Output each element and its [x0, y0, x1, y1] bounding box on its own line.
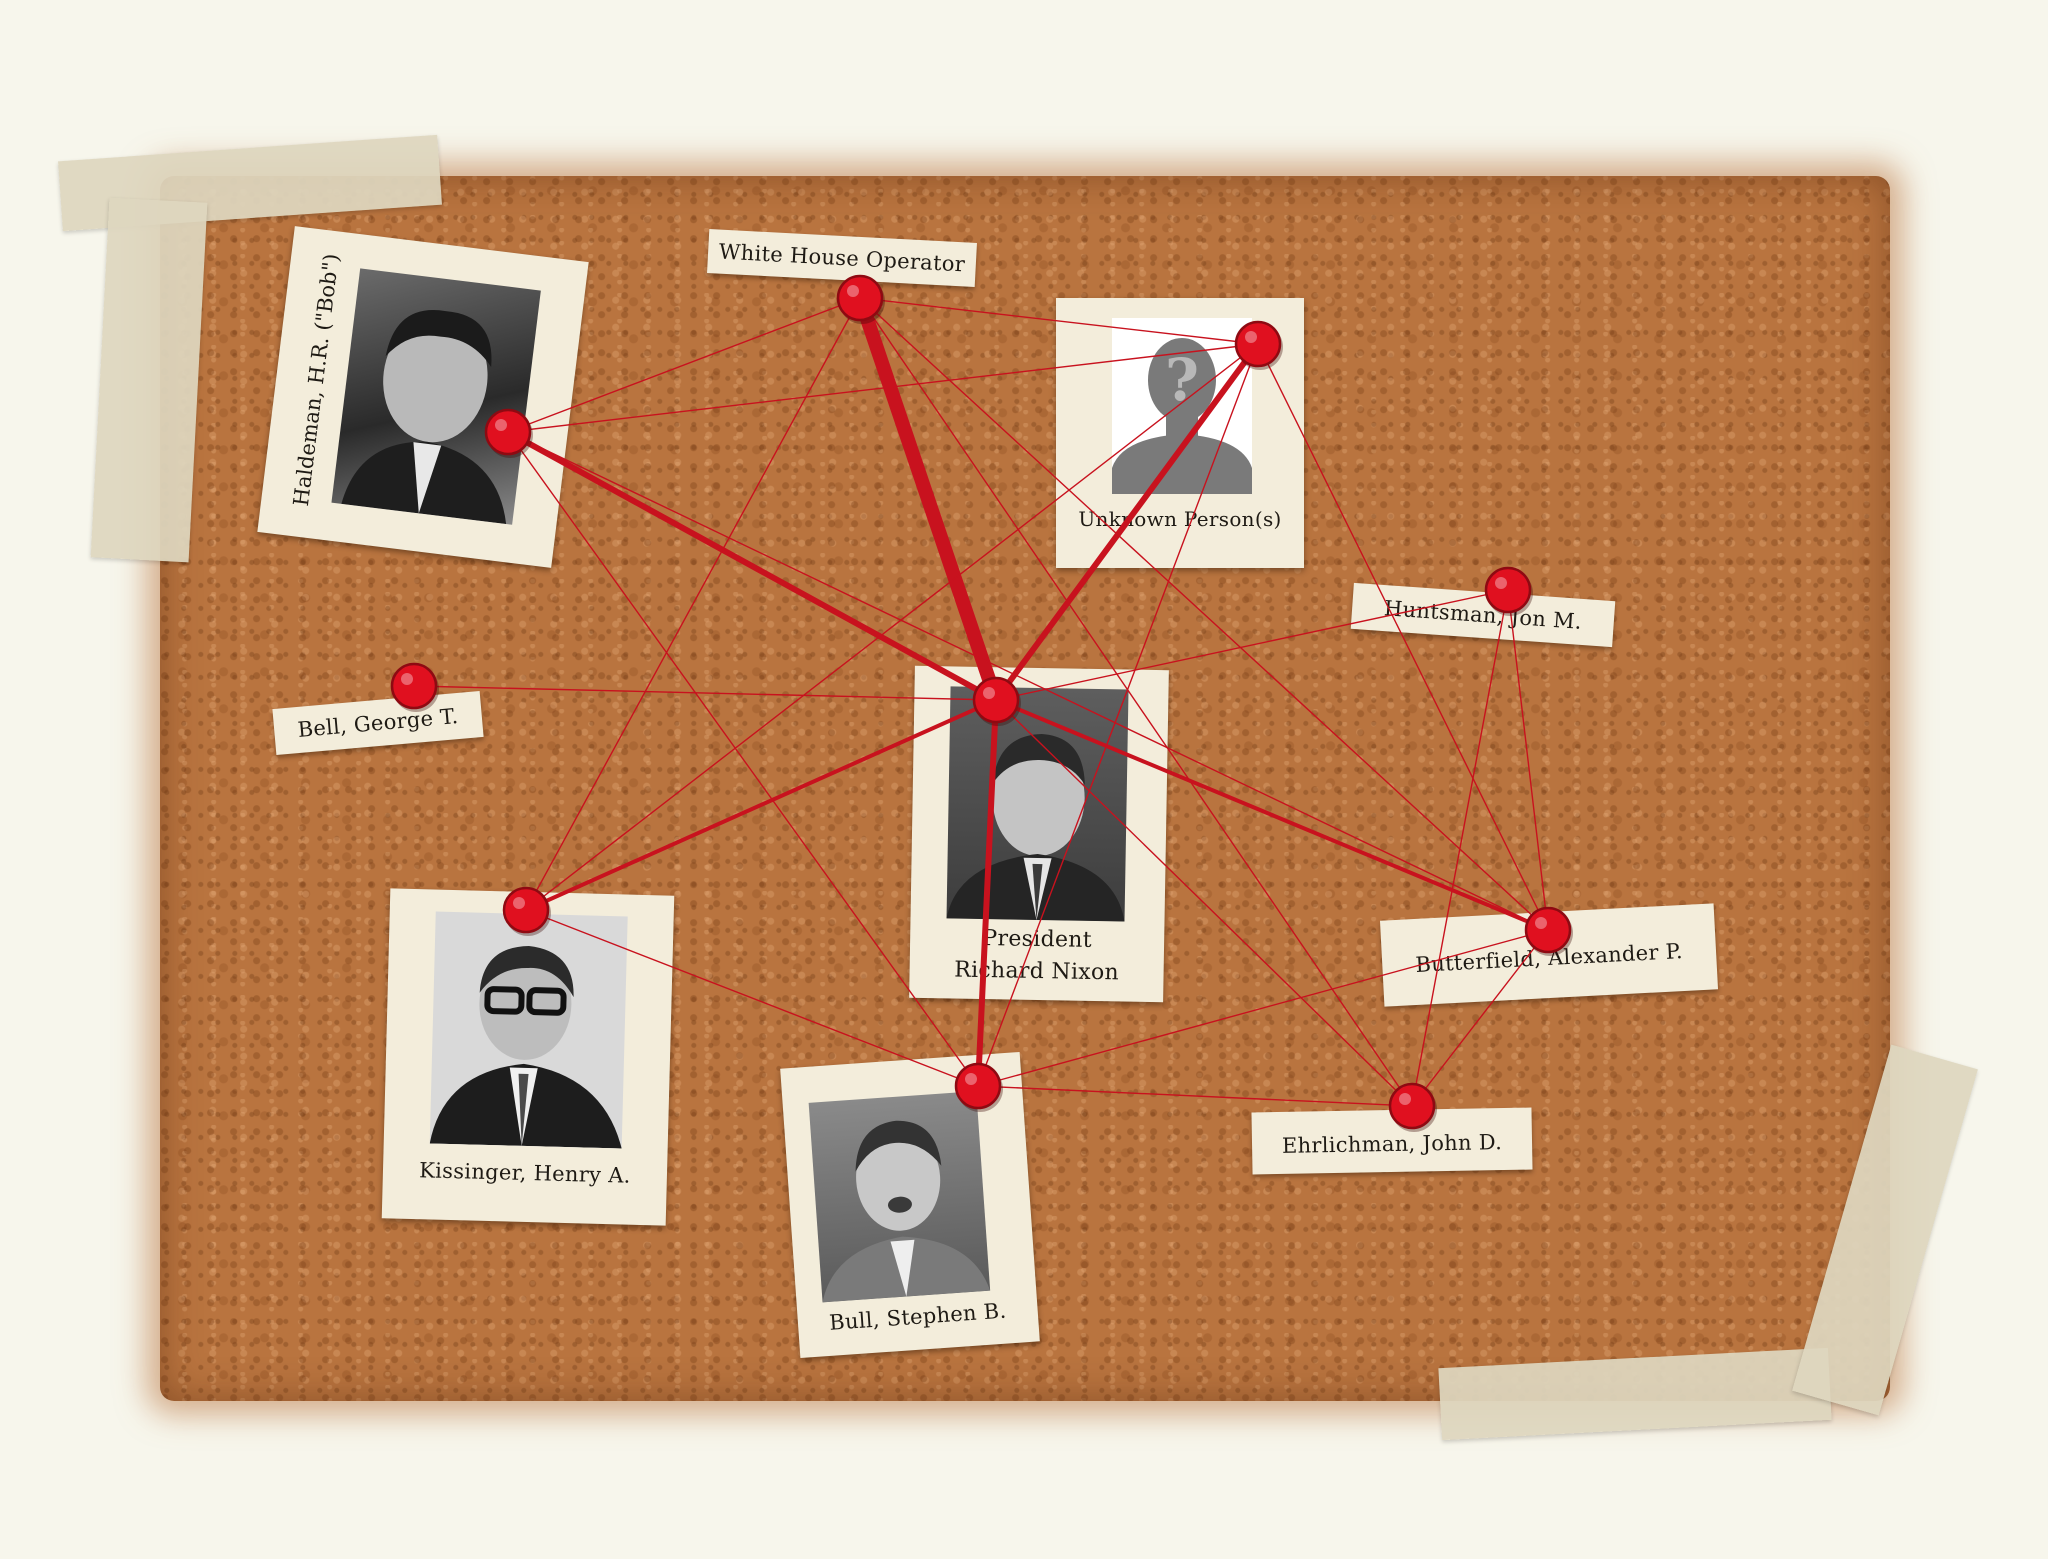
pin-ehrlichman[interactable] [1388, 1082, 1437, 1132]
string-butterfield-ehrlichman [1411, 929, 1549, 1107]
pins [390, 274, 1573, 1132]
string-operator-nixon [853, 291, 1003, 707]
string-bull-butterfield [977, 929, 1549, 1087]
card-kissinger[interactable]: Kissinger, Henry A. [381, 888, 675, 1226]
string-bell-nixon [413, 685, 997, 701]
string-operator-unknown [859, 297, 1259, 345]
pin-butterfield[interactable] [1524, 906, 1573, 956]
photo-haldeman [331, 268, 541, 525]
string-huntsman-butterfield [1507, 589, 1549, 931]
string-nixon-kissinger [524, 698, 998, 912]
pin-operator[interactable] [836, 274, 885, 324]
string-haldeman-butterfield [507, 431, 1549, 931]
string-haldeman-bull [507, 431, 979, 1087]
string-nixon-bull [975, 697, 999, 1089]
string-huntsman-nixon [995, 589, 1509, 701]
card-bull[interactable]: Bull, Stephen B. [780, 1051, 1040, 1359]
string-operator-ehrlichman [859, 297, 1413, 1107]
string-unknown-bull [977, 343, 1259, 1087]
string-operator-butterfield [859, 297, 1549, 931]
string-huntsman-ehrlichman [1411, 589, 1509, 1107]
string-unknown-kissinger [525, 343, 1259, 911]
card-label-unknown: Unknown Person(s) [1078, 507, 1282, 531]
string-unknown-butterfield [1257, 343, 1549, 931]
pin-haldeman[interactable] [484, 408, 533, 458]
string-unknown-nixon [993, 341, 1261, 703]
pin-kissinger[interactable] [502, 886, 551, 936]
photo-bull [808, 1091, 991, 1303]
string-haldeman-operator [507, 297, 861, 433]
string-haldeman-unknown [507, 343, 1259, 433]
photo-kissinger [429, 911, 628, 1149]
string-kissinger-bull [525, 909, 979, 1087]
string-operator-kissinger [525, 297, 861, 911]
string-edges [413, 291, 1550, 1107]
pin-unknown[interactable] [1234, 320, 1283, 370]
pin-bell[interactable] [390, 662, 439, 712]
string-haldeman-nixon [505, 429, 999, 703]
string-nixon-butterfield [994, 698, 1550, 932]
string-bull-ehrlichman [977, 1085, 1413, 1107]
pin-nixon[interactable] [972, 676, 1021, 726]
pin-huntsman[interactable] [1484, 566, 1533, 616]
string-nixon-ehrlichman [995, 699, 1413, 1107]
card-haldeman[interactable]: Haldeman, H.R. ("Bob") [257, 226, 589, 568]
pin-bull[interactable] [954, 1062, 1003, 1112]
